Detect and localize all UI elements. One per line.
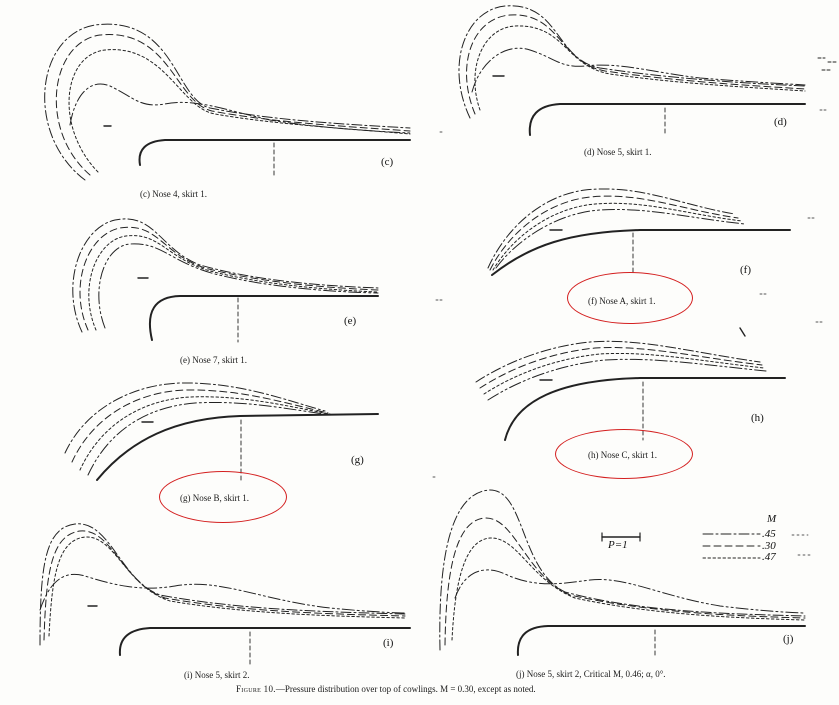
pressure-scale-bar [601,532,641,542]
panel-j-caption: (j) Nose 5, skirt 2, Critical M, 0.46; α… [516,669,666,679]
panel-g-plot [64,382,379,481]
mach-legend-lines [702,533,813,559]
panel-j-plot [439,489,806,656]
panel-j-label: (j) [783,633,794,645]
highlight-circle-g [159,471,287,523]
panel-e-label: (e) [344,315,357,327]
legend-entry-1: .45 [762,528,776,540]
panel-c-caption: (c) Nose 4, skirt 1. [140,189,207,199]
panel-d-caption: (d) Nose 5, skirt 1. [584,147,652,157]
panel-d-label: (d) [774,116,787,128]
panel-h-label: (h) [751,412,764,424]
figure-caption-text: —Pressure distribution over top of cowli… [275,684,536,694]
panel-e-plot [72,218,379,343]
panel-i-plot [39,523,411,666]
pressure-scale-label: P=1 [608,539,628,551]
scan-marks [432,109,827,478]
panel-d-plot [458,5,837,136]
legend-entry-2: .30 [762,540,776,552]
panel-c-plot [44,23,411,181]
panel-i-caption: (i) Nose 5, skirt 2. [184,670,250,680]
panel-e-caption: (e) Nose 7, skirt 1. [180,355,247,365]
legend-entry-3: .47 [762,551,776,563]
panel-f-plot [487,188,791,276]
highlight-circle-f [567,272,693,324]
panel-c-label: (c) [381,156,394,168]
figure-number: Figure 10. [236,684,276,694]
panel-i-label: (i) [383,637,394,649]
panel-g-label: (g) [351,454,364,466]
figure-caption: Figure 10.—Pressure distribution over to… [236,684,536,694]
legend-title: M [767,513,777,525]
highlight-circle-h [555,429,693,479]
panel-f-label: (f) [740,264,751,276]
panel-h-plot [475,327,786,441]
